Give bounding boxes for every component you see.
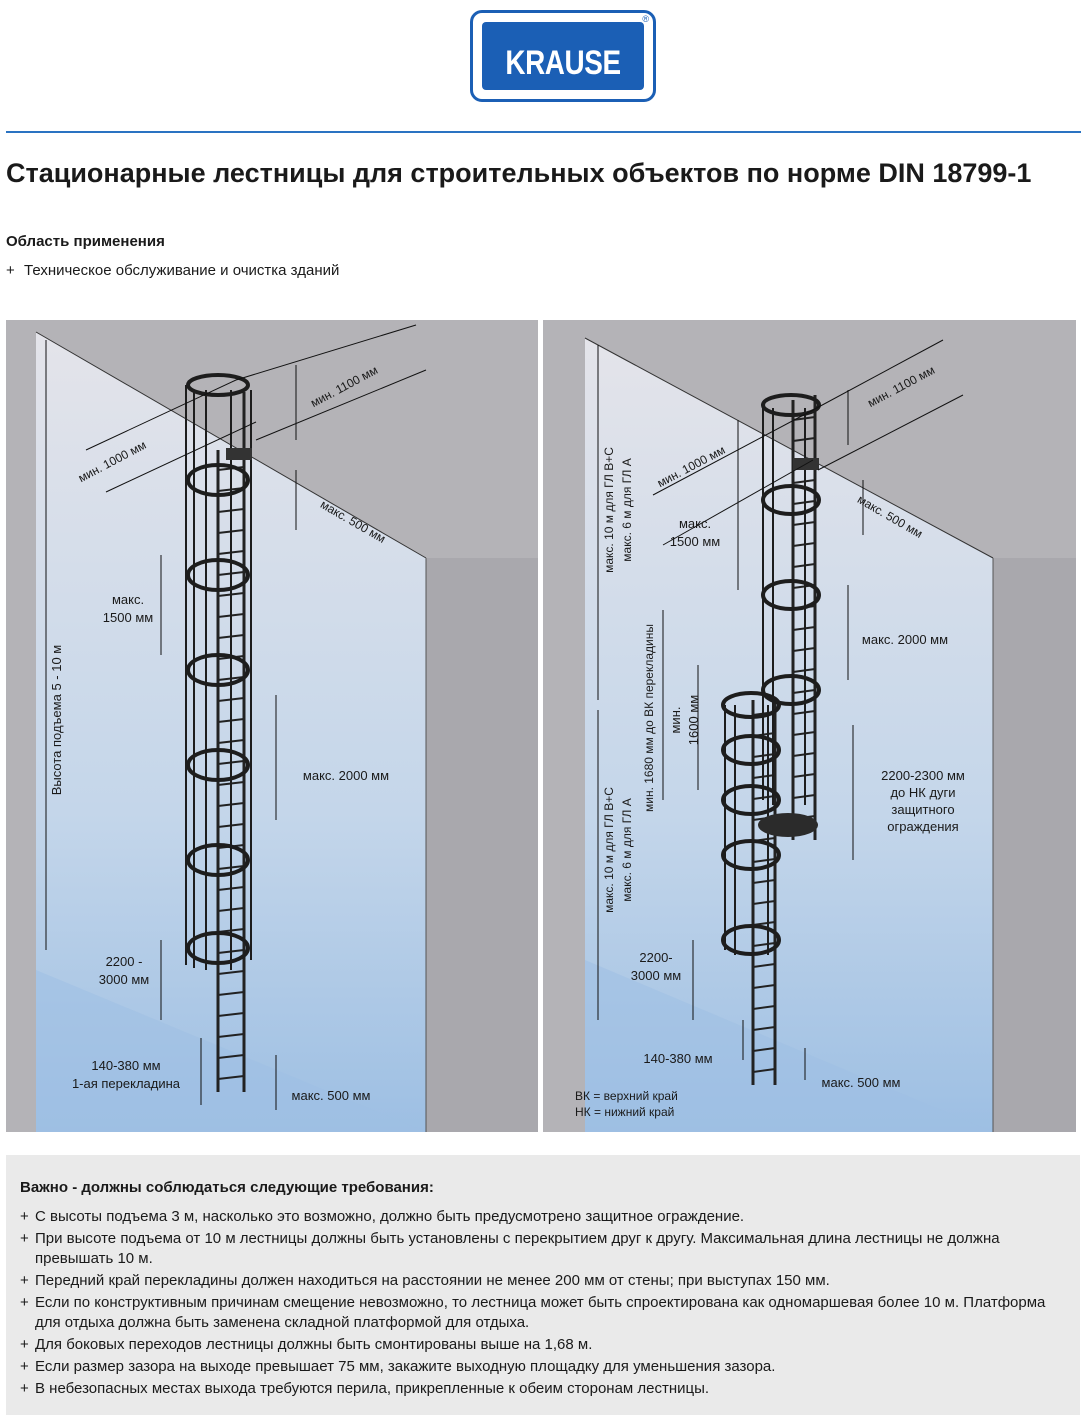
logo-background: KRAUSE: [482, 22, 644, 90]
plus-icon: +: [6, 262, 15, 279]
max-2000-label: макс. 2000 мм: [862, 632, 948, 647]
max-500-bottom-label: макс. 500 мм: [822, 1075, 901, 1090]
first-rung-label: 1-ая перекладина: [72, 1076, 181, 1091]
plus-icon: +: [20, 1294, 29, 1311]
list-item: + Техническое обслуживание и очистка здан…: [6, 262, 339, 279]
list-item-text: Техническое обслуживание и очистка здани…: [24, 262, 340, 279]
list-item: + Передний край перекладины должен находи…: [20, 1271, 1066, 1291]
floor: [36, 970, 426, 1132]
h2200-value: 3000 мм: [631, 968, 681, 983]
requirements-heading: Важно - должны соблюдаться следующие тре…: [20, 1179, 434, 1196]
h2200-value: 3000 мм: [99, 972, 149, 987]
requirements-list: + С высоты подъема 3 м, насколько это воз…: [20, 1207, 1066, 1399]
ladder-rung: [752, 1068, 776, 1073]
requirement-text: Для боковых переходов лестницы должны бы…: [35, 1336, 593, 1353]
max-500-bottom-label: макс. 500 мм: [292, 1088, 371, 1103]
lower-6m-label: макс. 6 м для ГЛ A: [620, 798, 634, 901]
lower-safety-cage: [721, 691, 781, 956]
requirement-text: В небезопасных местах выхода требуются п…: [35, 1380, 710, 1397]
legend-nk: НК = нижний край: [575, 1105, 674, 1119]
ladder-rung: [752, 858, 776, 863]
h2200-2300-line3: защитного: [891, 802, 954, 817]
upper-10m-label: макс. 10 м для ГЛ B+C: [602, 447, 616, 573]
list-item: + Если размер зазора на выходе превышает …: [20, 1357, 1066, 1377]
max-1500-label: макс.: [112, 592, 144, 607]
legend-vk: ВК = верхний край: [575, 1089, 678, 1103]
ladder-rung: [217, 1033, 245, 1038]
plus-icon: +: [20, 1380, 29, 1397]
ladder-rung: [752, 879, 776, 884]
ladder-rung: [752, 1005, 776, 1010]
h2200-2300-line2: до НК дуги: [890, 785, 955, 800]
max-1500-value: 1500 мм: [670, 534, 720, 549]
requirement-text: Если по конструктивным причинам смещение…: [35, 1294, 1046, 1331]
min-1600-value: 1600 мм: [686, 695, 701, 745]
height-label: Высота подъема 5 - 10 м: [49, 645, 64, 796]
plus-icon: +: [20, 1230, 29, 1247]
requirement-text: При высоте подъема от 10 м лестницы долж…: [35, 1230, 1000, 1267]
requirements-box: Важно - должны соблюдаться следующие тре…: [6, 1155, 1080, 1415]
ladder-rung: [752, 1026, 776, 1031]
krause-logo: KRAUSE ®: [470, 10, 656, 102]
requirement-text: Передний край перекладины должен находит…: [35, 1272, 830, 1289]
max-1500-value: 1500 мм: [103, 610, 153, 625]
requirement-text: С высоты подъема 3 м, насколько это возм…: [35, 1208, 745, 1225]
list-item: + Если по конструктивным причинам смещени…: [20, 1293, 1066, 1333]
h2200-2300-line4: ограждения: [887, 819, 958, 834]
diagram-single-ladder: Высота подъема 5 - 10 м мин. 1000 мм мин…: [6, 320, 538, 1132]
parapet-side: [993, 558, 1076, 1132]
page-title: Стационарные лестницы для строительных о…: [6, 158, 1032, 188]
h140-label: 140-380 мм: [643, 1051, 712, 1066]
plus-icon: +: [20, 1358, 29, 1375]
min-1600-label: мин.: [668, 707, 683, 734]
list-item: + С высоты подъема 3 м, насколько это воз…: [20, 1207, 1066, 1227]
application-list: + Техническое обслуживание и очистка здан…: [6, 262, 339, 279]
roof-edge: [584, 337, 994, 559]
h140-label: 140-380 мм: [91, 1058, 160, 1073]
plus-icon: +: [20, 1336, 29, 1353]
ladder-rung: [217, 1054, 245, 1059]
ladder-rung: [217, 991, 245, 996]
ladder-rung: [752, 984, 776, 989]
h2200-2300-label: 2200-2300 мм: [881, 768, 965, 783]
requirement-text: Если размер зазора на выходе превышает 7…: [35, 1358, 776, 1375]
floor: [585, 960, 993, 1132]
list-item: + При высоте подъема от 10 м лестницы дол…: [20, 1229, 1066, 1269]
header-divider: [6, 131, 1081, 133]
max-1500-label: макс.: [679, 516, 711, 531]
list-item: + В небезопасных местах выхода требуются …: [20, 1379, 1066, 1399]
upper-safety-cage: [761, 393, 821, 805]
ladder-rung: [752, 900, 776, 905]
exit-platform: [226, 448, 252, 460]
logo-wordmark: KRAUSE: [505, 44, 621, 82]
ladder-rung: [217, 1075, 245, 1080]
rest-platform: [758, 813, 818, 837]
ladder-rung: [752, 1047, 776, 1052]
plus-icon: +: [20, 1272, 29, 1289]
h2200-label: 2200-: [639, 950, 672, 965]
safety-cage: [185, 373, 252, 970]
parapet-side: [426, 558, 538, 1132]
list-item: + Для боковых переходов лестницы должны б…: [20, 1335, 1066, 1355]
dimension-lines: [597, 339, 964, 1080]
registered-mark: ®: [642, 14, 649, 24]
ladder-rung: [752, 942, 776, 947]
dimension-lines: [45, 324, 427, 1110]
lower-ladder: [751, 700, 777, 1085]
upper-6m-label: макс. 6 м для ГЛ A: [620, 458, 634, 561]
ladder-rung: [217, 1012, 245, 1017]
max-2000-label: макс. 2000 мм: [303, 768, 389, 783]
ladder-rung: [752, 963, 776, 968]
h2200-label: 2200 -: [106, 954, 143, 969]
diagram-offset-ladder: макс. 10 м для ГЛ B+C макс. 6 м для ГЛ A…: [543, 320, 1076, 1132]
wall-face: [585, 338, 993, 1132]
lower-10m-label: макс. 10 м для ГЛ B+C: [602, 787, 616, 913]
ladder-rung: [217, 970, 245, 975]
plus-icon: +: [20, 1208, 29, 1225]
application-heading: Область применения: [6, 233, 165, 250]
min-1680-label: мин. 1680 мм до ВК перекладины: [642, 624, 656, 812]
